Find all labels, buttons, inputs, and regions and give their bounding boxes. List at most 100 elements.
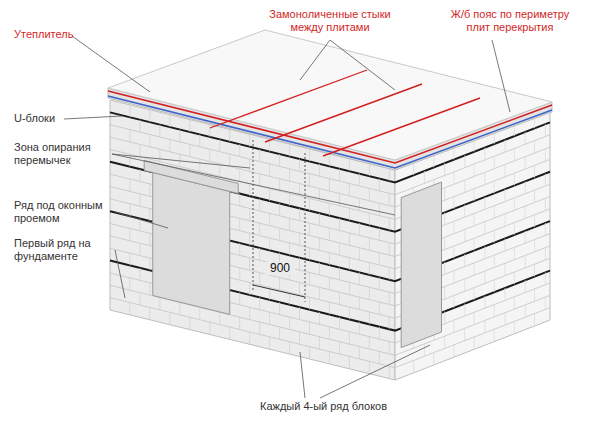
block-joint [494, 305, 495, 317]
block-joint [379, 253, 380, 265]
block-joint [199, 134, 200, 146]
block-joint [525, 157, 526, 169]
block-joint [219, 139, 220, 151]
block-joint [359, 223, 360, 235]
block-joint [149, 233, 150, 245]
block-joint [413, 163, 414, 175]
block-joint [289, 243, 290, 255]
callout-label-box: Каждый 4-ый ряд блоков [260, 400, 420, 413]
block-joint [249, 283, 250, 295]
block-joint [525, 132, 526, 144]
block-joint [424, 171, 425, 183]
block-joint [289, 218, 290, 230]
block-joint [259, 273, 260, 285]
block-joint [525, 305, 526, 317]
block-joint [319, 213, 320, 225]
block-joint [309, 149, 310, 161]
block-joint [289, 292, 290, 304]
block-joint [474, 263, 475, 275]
callout-label: U-блоки [14, 112, 55, 124]
block-joint [279, 179, 280, 191]
block-joint [139, 293, 140, 305]
block-joint [219, 164, 220, 176]
block-joint [139, 194, 140, 206]
block-joint [369, 361, 370, 373]
block-joint [505, 288, 506, 300]
dimension-line [253, 285, 305, 297]
block-joint [129, 278, 130, 290]
block-joint [494, 255, 495, 267]
block-joint [525, 181, 526, 193]
block-joint [289, 169, 290, 181]
block-joint [139, 268, 140, 280]
block-joint [299, 208, 300, 220]
block-joint [149, 110, 150, 122]
block-joint [349, 282, 350, 294]
block-joint [329, 228, 330, 240]
block-joint [329, 302, 330, 314]
block-joint [309, 297, 310, 309]
block-joint [279, 203, 280, 215]
block-joint [319, 312, 320, 324]
block-joint [319, 238, 320, 250]
block-joint [484, 148, 485, 160]
block-joint [319, 287, 320, 299]
block-joint [379, 351, 380, 363]
block-joint [269, 213, 270, 225]
block-joint [239, 194, 240, 206]
block-joint [444, 188, 445, 200]
block-joint [289, 194, 290, 206]
block-joint [444, 287, 445, 299]
block-joint [534, 264, 535, 276]
block-joint [514, 223, 515, 235]
block-joint [453, 197, 454, 209]
block-joint [269, 164, 270, 176]
slab-joint [323, 98, 480, 156]
block-joint [259, 297, 260, 309]
block-joint [484, 320, 485, 332]
callout-label-box: Зона опирания перемычек [14, 141, 114, 167]
block-joint [534, 289, 535, 301]
block-joint [339, 193, 340, 205]
callout-label-box: Утеплитель [14, 28, 94, 41]
block-joint [269, 189, 270, 201]
perimeter-belt [108, 91, 552, 163]
block-joint [464, 180, 465, 192]
block-joint [505, 164, 506, 176]
block-joint [525, 206, 526, 218]
dimension-extension [253, 140, 254, 290]
block-joint [453, 147, 454, 159]
block-joint [484, 246, 485, 258]
block-joint [545, 149, 546, 161]
block-joint [525, 231, 526, 243]
block-joint [444, 311, 445, 323]
block-joint [349, 307, 350, 319]
block-joint [299, 233, 300, 245]
block-joint [129, 303, 130, 315]
block-joint [379, 228, 380, 240]
block-joint [309, 174, 310, 186]
block-joint [389, 169, 390, 181]
block-joint [279, 228, 280, 240]
block-joint [534, 215, 535, 227]
block-joint [339, 169, 340, 181]
block-joint [269, 238, 270, 250]
block-joint [494, 280, 495, 292]
block-joint [534, 190, 535, 202]
block-joint [319, 164, 320, 176]
block-joint [259, 248, 260, 260]
block-joint [139, 219, 140, 231]
block-joint [309, 347, 310, 359]
block-joint [534, 314, 535, 326]
callout-label-box: Первый ряд на фундаменте [14, 237, 119, 263]
block-joint [453, 271, 454, 283]
block-joint [159, 298, 160, 310]
block-joint [453, 221, 454, 233]
block-joint [149, 135, 150, 147]
block-joint [349, 159, 350, 171]
block-joint [474, 164, 475, 176]
leader-lines [64, 36, 510, 398]
block-joint [545, 223, 546, 235]
block-joint [309, 248, 310, 260]
block-joint [505, 189, 506, 201]
